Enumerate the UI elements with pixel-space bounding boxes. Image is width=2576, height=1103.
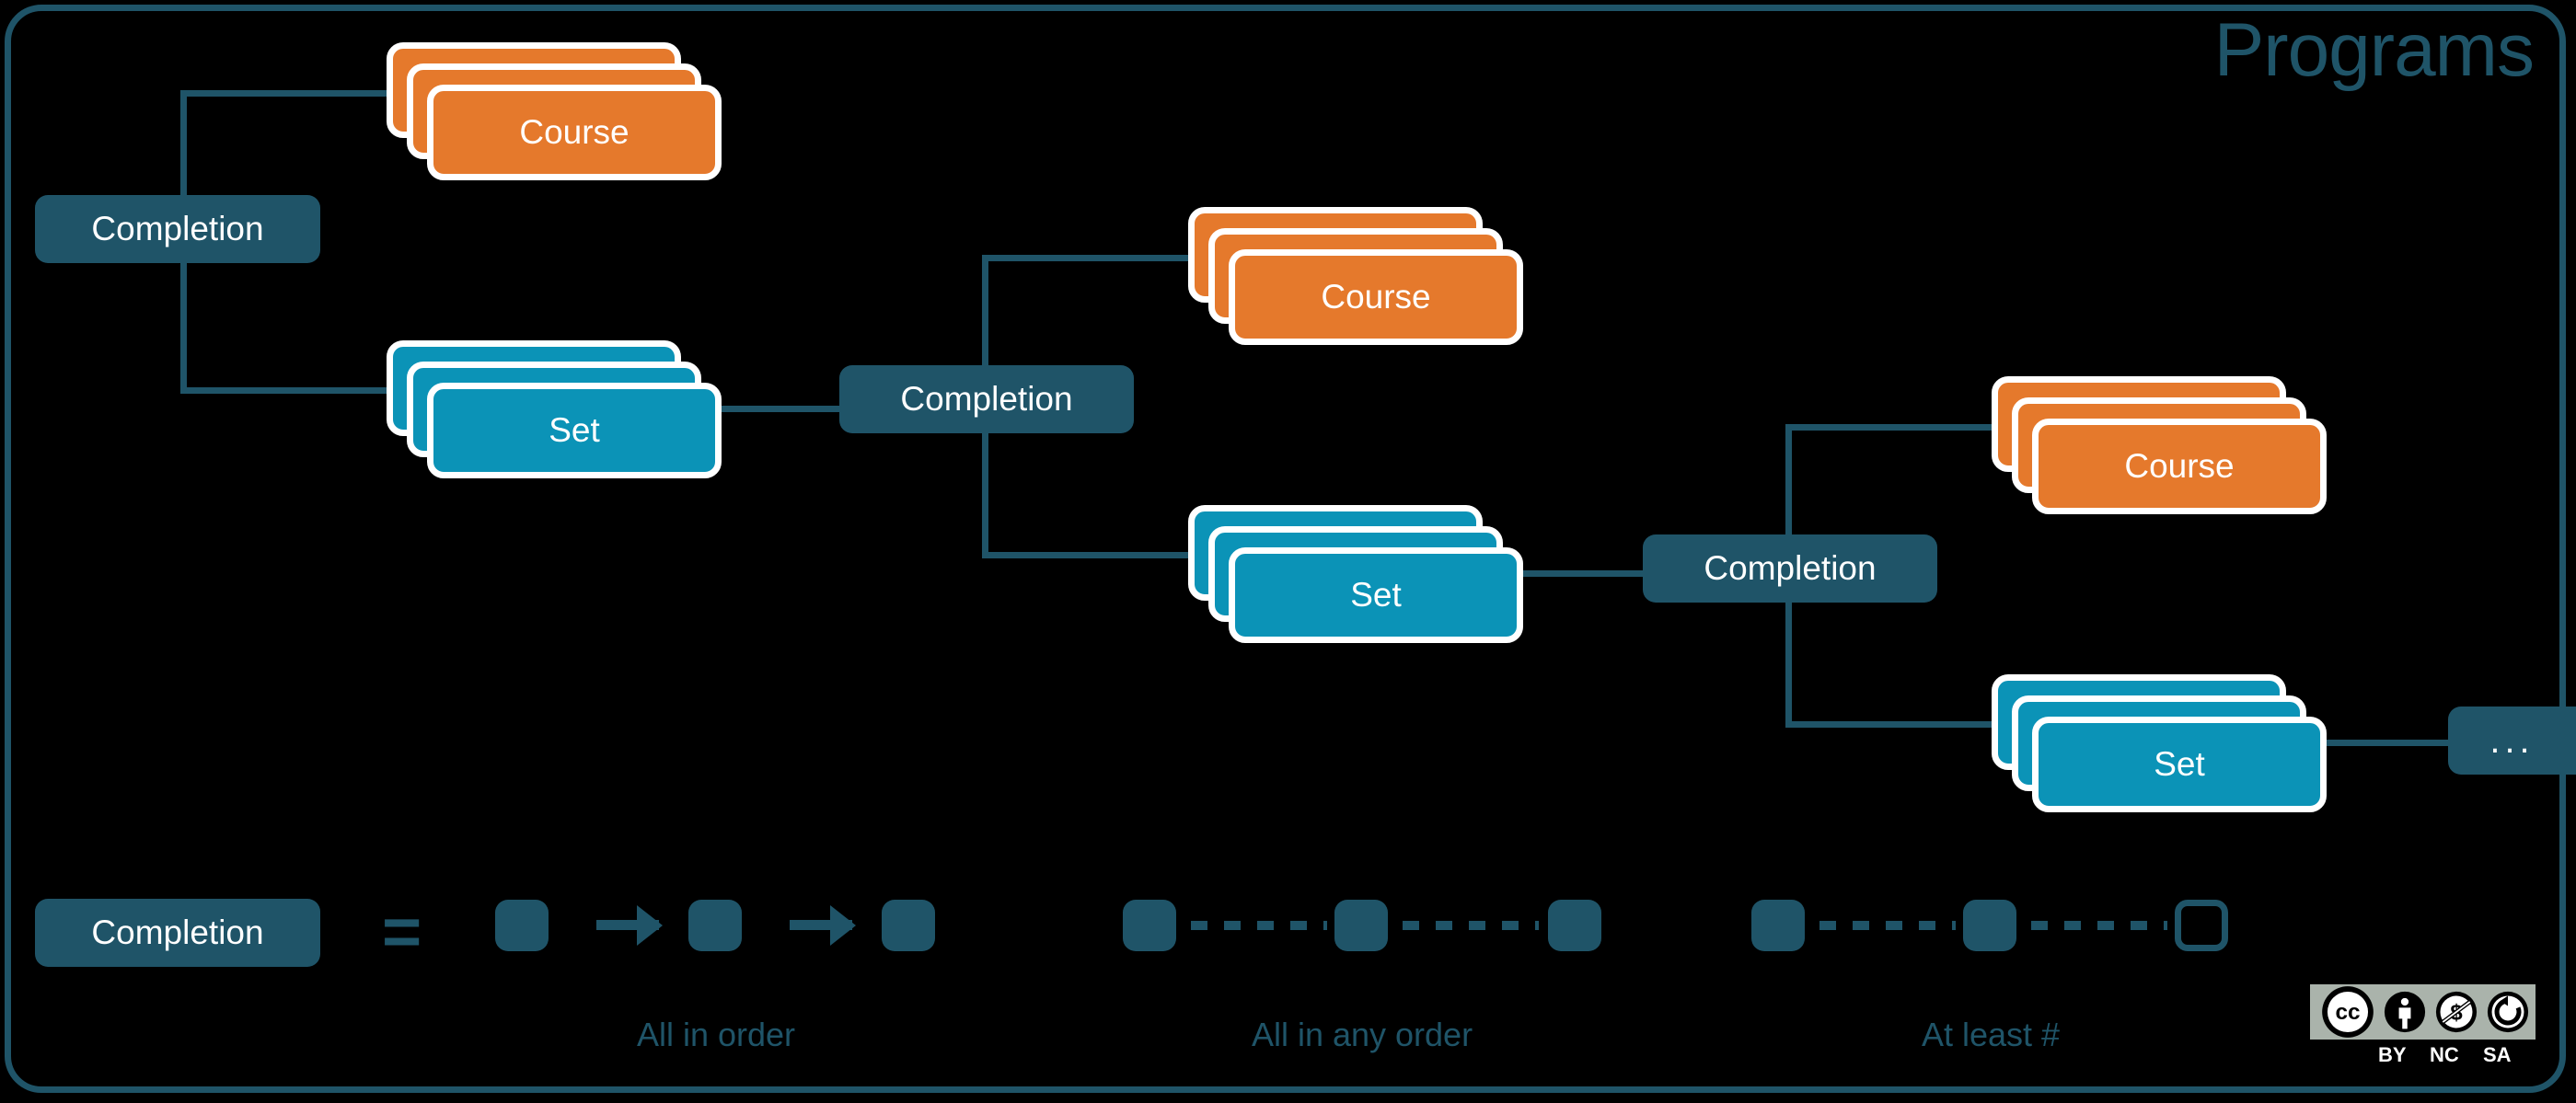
cc-sa-sharealike-icon [2487,991,2529,1033]
legend-group-2-connector-2 [1403,921,1539,930]
cc-term-sa: SA [2483,1043,2512,1066]
legend-group-2-box-2 [1334,900,1388,951]
connector-level2-to-course [982,255,1199,261]
legend-group-3-box-2 [1963,900,2016,951]
set-card-front [2032,717,2327,812]
creative-commons-terms: BY NC SA [2310,1040,2536,1071]
course-stack-2[interactable]: Course [1188,207,1529,347]
set-card-front [1229,547,1523,643]
course-card-front [1229,249,1523,345]
legend-key-pill: Completion [35,899,320,967]
set-stack-3[interactable]: Set [1992,674,2332,814]
completion-node-1-label: Completion [91,210,264,247]
cc-nc-noncommercial-icon: $ [2435,991,2478,1033]
legend-group-3-connector-2 [2031,921,2167,930]
legend-group-3-box-1 [1751,900,1805,951]
set-stack-2[interactable]: Set [1188,505,1529,645]
page-title: Programs [2213,8,2535,92]
legend-group-2-box-3 [1548,900,1601,951]
legend-key-label: Completion [91,913,264,951]
continuation-node[interactable]: ... [2448,707,2576,775]
connector-level3-to-course [1785,424,2003,431]
course-stack-1[interactable]: Course [387,42,727,182]
legend-group-1-box-3 [882,900,935,951]
connector-level1-to-set [180,387,398,394]
connector-set2-to-completion3 [1519,570,1648,577]
connector-level2-to-set [982,552,1199,558]
legend-group-1-arrow-2 [790,920,852,930]
legend-group-2-box-1 [1123,900,1176,951]
cc-by-attribution-icon [2384,991,2426,1033]
legend-group-1-caption: All in order [636,1016,796,1053]
completion-node-1[interactable]: Completion [35,195,320,263]
cc-logo-icon: cc [2322,986,2374,1038]
legend-group-1-arrow-1 [596,920,659,930]
legend-group-1-box-1 [495,900,549,951]
connector-set3-to-continuation [2323,740,2452,746]
legend-group-3-connector-1 [1819,921,1956,930]
course-card-front [2032,419,2327,514]
connector-set1-to-completion2 [718,406,847,412]
connector-level3-to-set [1785,721,2003,728]
set-stack-1[interactable]: Set [387,340,727,480]
legend-group-2-connector-1 [1191,921,1327,930]
creative-commons-badge: cc $ [2310,984,2536,1040]
completion-node-3[interactable]: Completion [1643,534,1937,603]
completion-node-2[interactable]: Completion [839,365,1134,433]
cc-term-nc: NC [2430,1043,2459,1066]
legend-group-1-box-2 [688,900,742,951]
connector-level1-to-course [180,90,398,97]
course-stack-3[interactable]: Course [1992,376,2332,516]
legend-group-2-caption: All in any order [1251,1016,1473,1053]
legend-group-3-box-3 [2175,900,2228,951]
course-card-front [427,85,722,180]
cc-term-by: BY [2378,1043,2407,1066]
completion-node-3-label: Completion [1704,549,1877,587]
legend-group-3-caption: At least # [1921,1016,2061,1053]
continuation-label: ... [2489,719,2535,761]
set-card-front [427,383,722,478]
legend-equals-sign: = [382,893,422,970]
completion-node-2-label: Completion [900,380,1073,418]
svg-text:cc: cc [2335,1000,2360,1025]
